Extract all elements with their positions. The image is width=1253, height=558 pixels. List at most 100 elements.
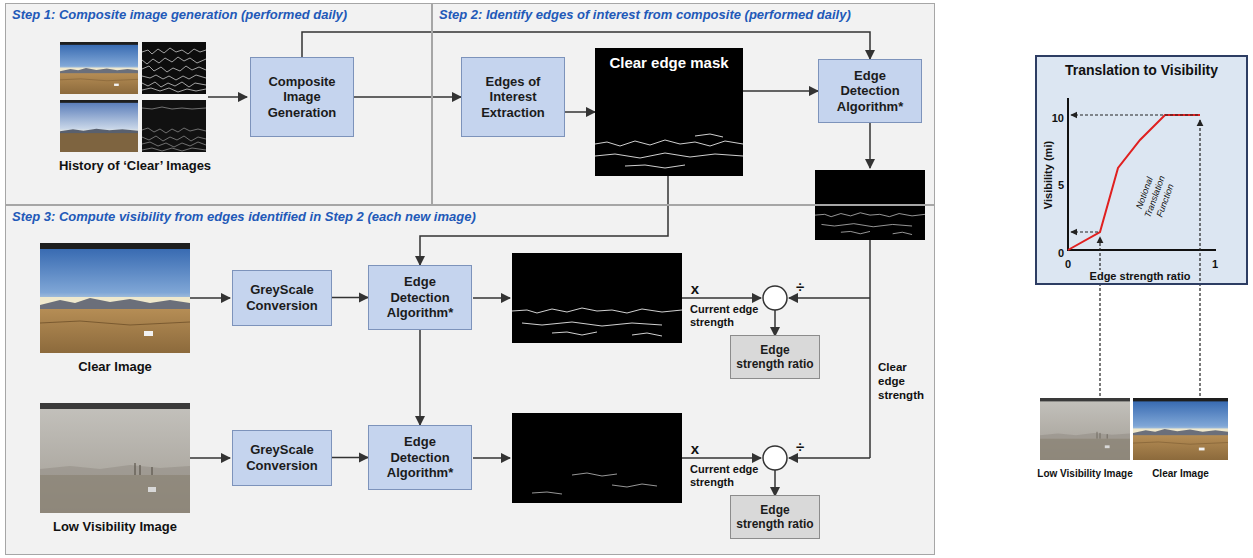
- operator-circle: [763, 446, 787, 470]
- edge-texture: [142, 100, 206, 152]
- label-slot: Low Visibility Image: [1030, 463, 1140, 481]
- box-label: Edge strength ratio: [735, 503, 815, 532]
- edge-texture: [142, 42, 206, 94]
- box-label: Edge Detection Algorithm*: [823, 68, 917, 115]
- box-label: Edge Detection Algorithm*: [373, 274, 467, 321]
- camera-photo: [60, 42, 138, 94]
- box-label: Edges of Interest Extraction: [466, 74, 560, 121]
- result-box: Edge strength ratio: [730, 495, 820, 539]
- flow-arrow: [682, 297, 761, 299]
- connector: [332, 457, 368, 459]
- label-slot: Current edge strength: [690, 303, 760, 330]
- operator-circle: [763, 286, 787, 310]
- label-slot: ÷: [793, 438, 807, 456]
- flow-arrow: [190, 297, 230, 299]
- step-panel: Step 1: Composite image generation (perf…: [5, 3, 432, 205]
- edge-line: [625, 165, 685, 168]
- signal-label: Clear edge strength: [878, 360, 934, 402]
- label-slot: 10: [1042, 108, 1064, 126]
- axis-tick: 5: [1058, 178, 1064, 192]
- camera-photo: [60, 100, 138, 152]
- step-panel: Step 3: Compute visibility from edges id…: [5, 205, 935, 555]
- axis-tick: 1: [1212, 257, 1218, 271]
- label-slot: 5: [1042, 175, 1064, 193]
- panel-title: Step 1: Composite image generation (perf…: [6, 4, 431, 25]
- label-slot: Low Visibility Image: [20, 517, 210, 535]
- label-slot: Clear Image: [1133, 463, 1228, 481]
- dashed-pointer: [1099, 237, 1100, 396]
- step-panel: Step 2: Identify edges of interest from …: [432, 3, 935, 205]
- image-caption: Clear Image: [1152, 468, 1209, 479]
- label-slot: Clear Image: [40, 357, 190, 375]
- connector: [332, 297, 368, 299]
- edge-line: [595, 153, 743, 158]
- camera-photo: [40, 403, 190, 513]
- result-box: Edge strength ratio: [730, 335, 820, 379]
- flow-arrow: [473, 297, 510, 299]
- box-label: Clear edge mask: [595, 48, 743, 71]
- dashed-pointer: [1199, 120, 1200, 396]
- edge-image: [512, 253, 682, 343]
- panel-title: Step 2: Identify edges of interest from …: [433, 4, 934, 25]
- clear-strength-line: [869, 240, 871, 458]
- signal-label: Current edge strength: [690, 463, 760, 489]
- connector: [743, 90, 818, 92]
- flow-arrow: [774, 470, 776, 496]
- flow-arrow: [869, 121, 871, 168]
- label-slot: History of ‘Clear’ Images: [40, 156, 230, 174]
- flow-arrow: [789, 297, 870, 299]
- label-slot: Edge strength ratio: [1080, 266, 1200, 284]
- camera-photo: [1040, 398, 1130, 460]
- camera-photo: [40, 243, 190, 353]
- chart-axes: [1068, 98, 1216, 250]
- label-slot: Current edge strength: [690, 463, 760, 490]
- panel-title: Step 3: Compute visibility from edges id…: [6, 206, 934, 227]
- label-slot: ÷: [793, 278, 807, 296]
- chart-title: Translation to Visibility: [1037, 57, 1246, 78]
- step-panel-fill: [5, 3, 432, 205]
- flow-arrow: [190, 457, 230, 459]
- edge-line: [595, 140, 743, 146]
- image-caption: Low Visibility Image: [1037, 468, 1132, 479]
- axis-tick: 10: [1052, 111, 1064, 125]
- dashed-pointer: [1071, 231, 1098, 232]
- process-box: GreyScale Conversion: [232, 430, 332, 486]
- label-slot: 1: [1209, 254, 1221, 272]
- axis-tick: 0: [1065, 257, 1071, 271]
- process-box: Edge Detection Algorithm*: [368, 265, 472, 330]
- edge-mask-image: Clear edge mask: [595, 48, 743, 176]
- dashed-pointer: [1071, 114, 1198, 115]
- label-slot: Clear edge strength: [878, 360, 934, 403]
- connector: [565, 111, 595, 113]
- image-caption: Clear Image: [78, 359, 152, 374]
- connector: [302, 32, 870, 59]
- label-slot: x: [688, 440, 702, 458]
- axis-title: Visibility (mi): [1042, 141, 1054, 209]
- operator-symbol: x: [691, 281, 699, 296]
- box-label: Edge Detection Algorithm*: [373, 434, 467, 481]
- box-label: GreyScale Conversion: [237, 442, 327, 473]
- connector: [354, 96, 461, 98]
- chart-panel-fill: [1035, 55, 1248, 285]
- process-box: GreyScale Conversion: [232, 270, 332, 326]
- operator-symbol: x: [691, 441, 699, 456]
- label-slot: Visibility (mi): [1038, 125, 1054, 225]
- axis-title: Edge strength ratio: [1088, 270, 1193, 282]
- image-caption: History of ‘Clear’ Images: [59, 158, 211, 173]
- edge-line: [695, 134, 723, 137]
- camera-photo: [1133, 398, 1228, 460]
- signal-label: Current edge strength: [690, 303, 760, 329]
- label-slot: x: [688, 280, 702, 298]
- box-label: GreyScale Conversion: [237, 282, 327, 313]
- step-panel-fill: [5, 205, 935, 555]
- connector: [419, 330, 421, 425]
- image-caption: Low Visibility Image: [53, 519, 177, 534]
- box-label: Edge strength ratio: [735, 343, 815, 372]
- label-slot: 0: [1042, 243, 1064, 261]
- box-label: Composite Image Generation: [255, 74, 349, 121]
- process-box: Edge Detection Algorithm*: [368, 425, 472, 490]
- edge-image: [512, 413, 682, 503]
- flow-arrow: [789, 457, 870, 459]
- process-box: Composite Image Generation: [250, 57, 354, 137]
- operator-symbol: ÷: [796, 439, 804, 454]
